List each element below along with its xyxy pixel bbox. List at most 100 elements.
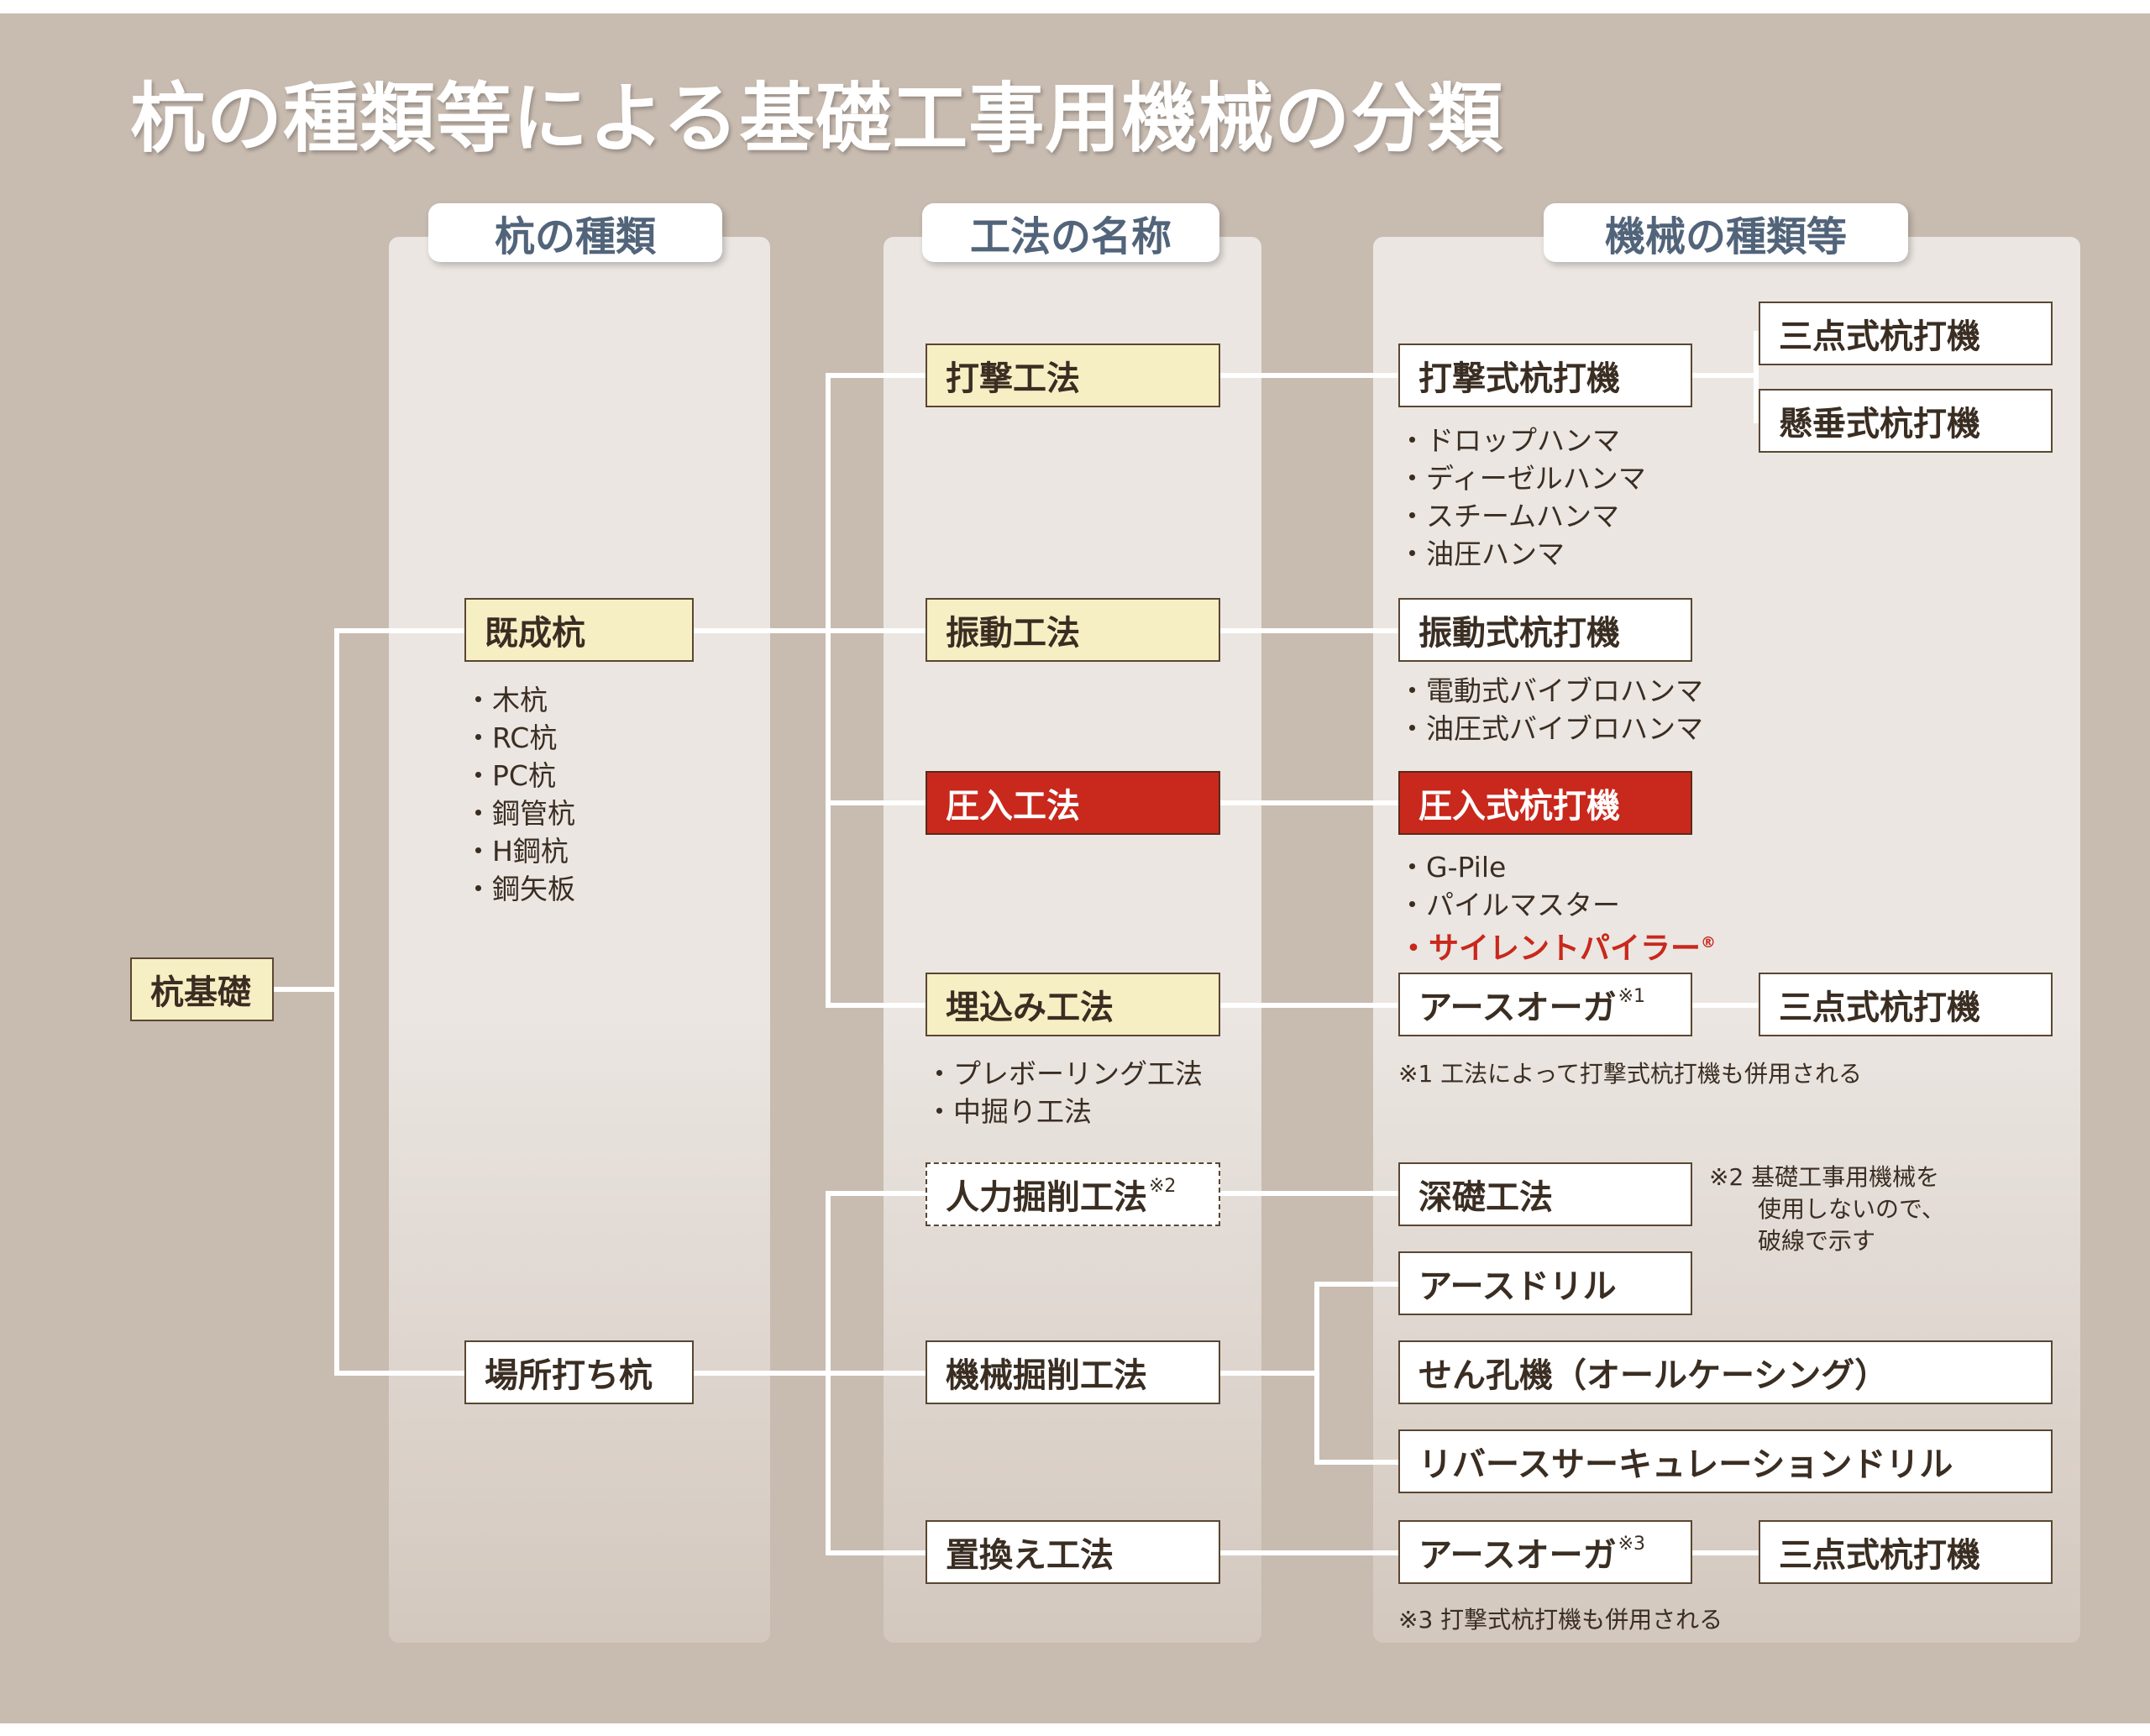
precast-pile-list: ・木杭 ・RC杭 ・PC杭 ・鋼管杭 ・H鋼杭 ・鋼矢板 xyxy=(464,681,575,908)
node-label: 場所打ち杭 xyxy=(485,1356,653,1395)
footnote-line: 使用しないので、 xyxy=(1758,1195,1945,1223)
connector-line xyxy=(1314,1282,1399,1287)
node-label: 打撃式杭打機 xyxy=(1418,359,1620,398)
footnote-line: ※2 基礎工事用機械を xyxy=(1709,1163,1940,1191)
connector-line xyxy=(334,1371,465,1376)
node-earth-auger: アースオーガ※3 xyxy=(1398,1520,1692,1584)
page-title: 杭の種類等による基礎工事用機械の分類 xyxy=(130,75,1504,163)
connector-line xyxy=(826,373,926,378)
connector-line xyxy=(1219,800,1399,805)
list-item: ・ドロップハンマ xyxy=(1398,424,1620,457)
connector-line xyxy=(1754,331,1759,423)
node-label: 置換え工法 xyxy=(946,1536,1114,1575)
node-press-in-pile-driver: 圧入式杭打機 xyxy=(1398,771,1692,835)
node-label: 三点式杭打機 xyxy=(1779,1536,1980,1575)
list-item-label: ・サイレントパイラー xyxy=(1398,931,1702,966)
footnote-1: ※1 工法によって打撃式杭打機も併用される xyxy=(1398,1060,1862,1088)
connector-line xyxy=(693,628,926,633)
node-label: 三点式杭打機 xyxy=(1779,989,1980,1027)
footnote-mark: ※2 xyxy=(1149,1176,1177,1197)
registered-mark: ® xyxy=(1701,934,1717,952)
node-label: 打撃工法 xyxy=(946,359,1080,398)
connector-line xyxy=(826,1191,831,1555)
column-panel-pile xyxy=(389,237,770,1643)
footnote-mark: ※1 xyxy=(1618,986,1646,1007)
node-label: リバースサーキュレーションドリル xyxy=(1418,1445,1953,1484)
column-header-pile: 杭の種類 xyxy=(428,203,722,262)
list-item: ・木杭 xyxy=(464,684,548,716)
node-label: 圧入工法 xyxy=(946,787,1080,826)
connector-line xyxy=(273,987,338,992)
embedded-method-list: ・プレボーリング工法 ・中掘り工法 xyxy=(926,1055,1203,1130)
node-three-point-pile-driver: 三点式杭打機 xyxy=(1759,973,2053,1036)
column-panel-machine xyxy=(1373,237,2080,1643)
node-impact-method: 打撃工法 xyxy=(926,344,1220,407)
list-item: ・油圧式バイブロハンマ xyxy=(1398,712,1703,745)
list-item: ・パイルマスター xyxy=(1398,889,1620,921)
list-item: ・油圧ハンマ xyxy=(1398,538,1565,570)
connector-line xyxy=(1219,373,1399,378)
list-item: ・RC杭 xyxy=(464,721,558,754)
list-item: ・H鋼杭 xyxy=(464,835,569,868)
connector-line xyxy=(826,1550,926,1555)
node-embedded-method: 埋込み工法 xyxy=(926,973,1220,1036)
node-vibration-pile-driver: 振動式杭打機 xyxy=(1398,598,1692,662)
node-label: 振動工法 xyxy=(946,614,1080,653)
list-item: ・PC杭 xyxy=(464,759,556,792)
node-label: アースドリル xyxy=(1418,1267,1617,1306)
node-reverse-circulation-drill: リバースサーキュレーションドリル xyxy=(1398,1429,2053,1493)
node-pile-foundation: 杭基礎 xyxy=(130,957,274,1021)
connector-line xyxy=(826,1191,926,1196)
node-vibration-method: 振動工法 xyxy=(926,598,1220,662)
connector-line xyxy=(1219,1371,1319,1376)
column-header-method: 工法の名称 xyxy=(922,203,1219,262)
node-earth-drill: アースドリル xyxy=(1398,1251,1692,1315)
node-label: 深礎工法 xyxy=(1418,1178,1553,1217)
node-label: 杭基礎 xyxy=(150,973,251,1012)
node-three-point-pile-driver: 三点式杭打機 xyxy=(1759,1520,2053,1584)
node-label: 三点式杭打機 xyxy=(1779,317,1980,356)
node-impact-pile-driver: 打撃式杭打機 xyxy=(1398,344,1692,407)
press-in-machine-list: ・G-Pile ・パイルマスター ・サイレントパイラー® xyxy=(1398,848,1716,968)
connector-line xyxy=(1219,1191,1399,1196)
connector-line xyxy=(826,373,831,1008)
footnote-2: ※2 基礎工事用機械を 使用しないので、 破線で示す xyxy=(1709,1162,1945,1257)
connector-line xyxy=(826,800,926,805)
connector-line xyxy=(693,1371,926,1376)
column-panel-method xyxy=(884,237,1261,1643)
node-label: アースオーガ xyxy=(1418,989,1617,1027)
node-label: 懸垂式杭打機 xyxy=(1779,405,1980,443)
node-label: 人力掘削工法 xyxy=(946,1178,1147,1217)
node-mechanical-excavation-method: 機械掘削工法 xyxy=(926,1340,1220,1404)
list-item: ・中掘り工法 xyxy=(926,1095,1092,1128)
connector-line xyxy=(334,628,339,1376)
footnote-3: ※3 打撃式杭打機も併用される xyxy=(1398,1606,1723,1634)
node-suspended-pile-driver: 懸垂式杭打機 xyxy=(1759,389,2053,453)
list-item: ・鋼矢板 xyxy=(464,873,575,905)
column-header-machine: 機械の種類等 xyxy=(1544,203,1908,262)
node-label: せん孔機（オールケーシング） xyxy=(1418,1356,1889,1395)
list-item: ・ディーゼルハンマ xyxy=(1398,462,1646,495)
node-all-casing-drill: せん孔機（オールケーシング） xyxy=(1398,1340,2053,1404)
node-label: 振動式杭打機 xyxy=(1418,614,1620,653)
vibration-hammer-list: ・電動式バイブロハンマ ・油圧式バイブロハンマ xyxy=(1398,672,1703,747)
node-precast-pile: 既成杭 xyxy=(464,598,694,662)
list-item: ・スチームハンマ xyxy=(1398,500,1620,532)
connector-line xyxy=(826,1003,926,1008)
list-item: ・鋼管杭 xyxy=(464,797,575,830)
node-earth-auger: アースオーガ※1 xyxy=(1398,973,1692,1036)
silent-piler-item: ・サイレントパイラー® xyxy=(1398,924,1716,968)
node-replacement-method: 置換え工法 xyxy=(926,1520,1220,1584)
node-manual-excavation-method: 人力掘削工法※2 xyxy=(926,1162,1220,1226)
node-deep-foundation-method: 深礎工法 xyxy=(1398,1162,1692,1226)
node-cast-in-place-pile: 場所打ち杭 xyxy=(464,1340,694,1404)
node-press-in-method: 圧入工法 xyxy=(926,771,1220,835)
node-label: 機械掘削工法 xyxy=(946,1356,1147,1395)
list-item: ・プレボーリング工法 xyxy=(926,1057,1203,1090)
node-three-point-pile-driver: 三点式杭打機 xyxy=(1759,302,2053,365)
connector-line xyxy=(1314,1460,1399,1465)
footnote-mark: ※3 xyxy=(1618,1534,1646,1555)
list-item: ・G-Pile xyxy=(1398,851,1507,884)
connector-line xyxy=(1314,1282,1319,1465)
